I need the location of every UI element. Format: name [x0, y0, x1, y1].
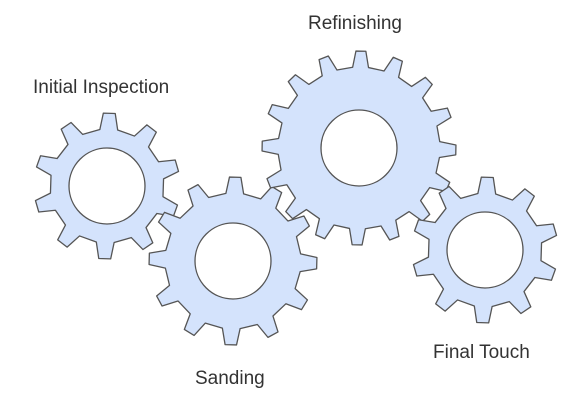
gear-initial-inspection-body: [34, 112, 180, 260]
gear-initial-inspection: Initial Inspection: [33, 77, 180, 260]
gear-initial-inspection-label: Initial Inspection: [33, 77, 169, 98]
gear-final-touch: Final Touch: [412, 176, 558, 363]
gear-sanding-body: [148, 176, 318, 346]
gear-refinishing-label: Refinishing: [308, 13, 402, 34]
gear-refinishing: Refinishing: [261, 13, 457, 246]
gear-final-touch-body: [412, 176, 558, 324]
gear-sanding: Sanding: [148, 176, 318, 389]
gear-refinishing-body: [261, 50, 457, 246]
gear-final-touch-label: Final Touch: [433, 342, 530, 363]
gear-sanding-label: Sanding: [195, 368, 265, 389]
